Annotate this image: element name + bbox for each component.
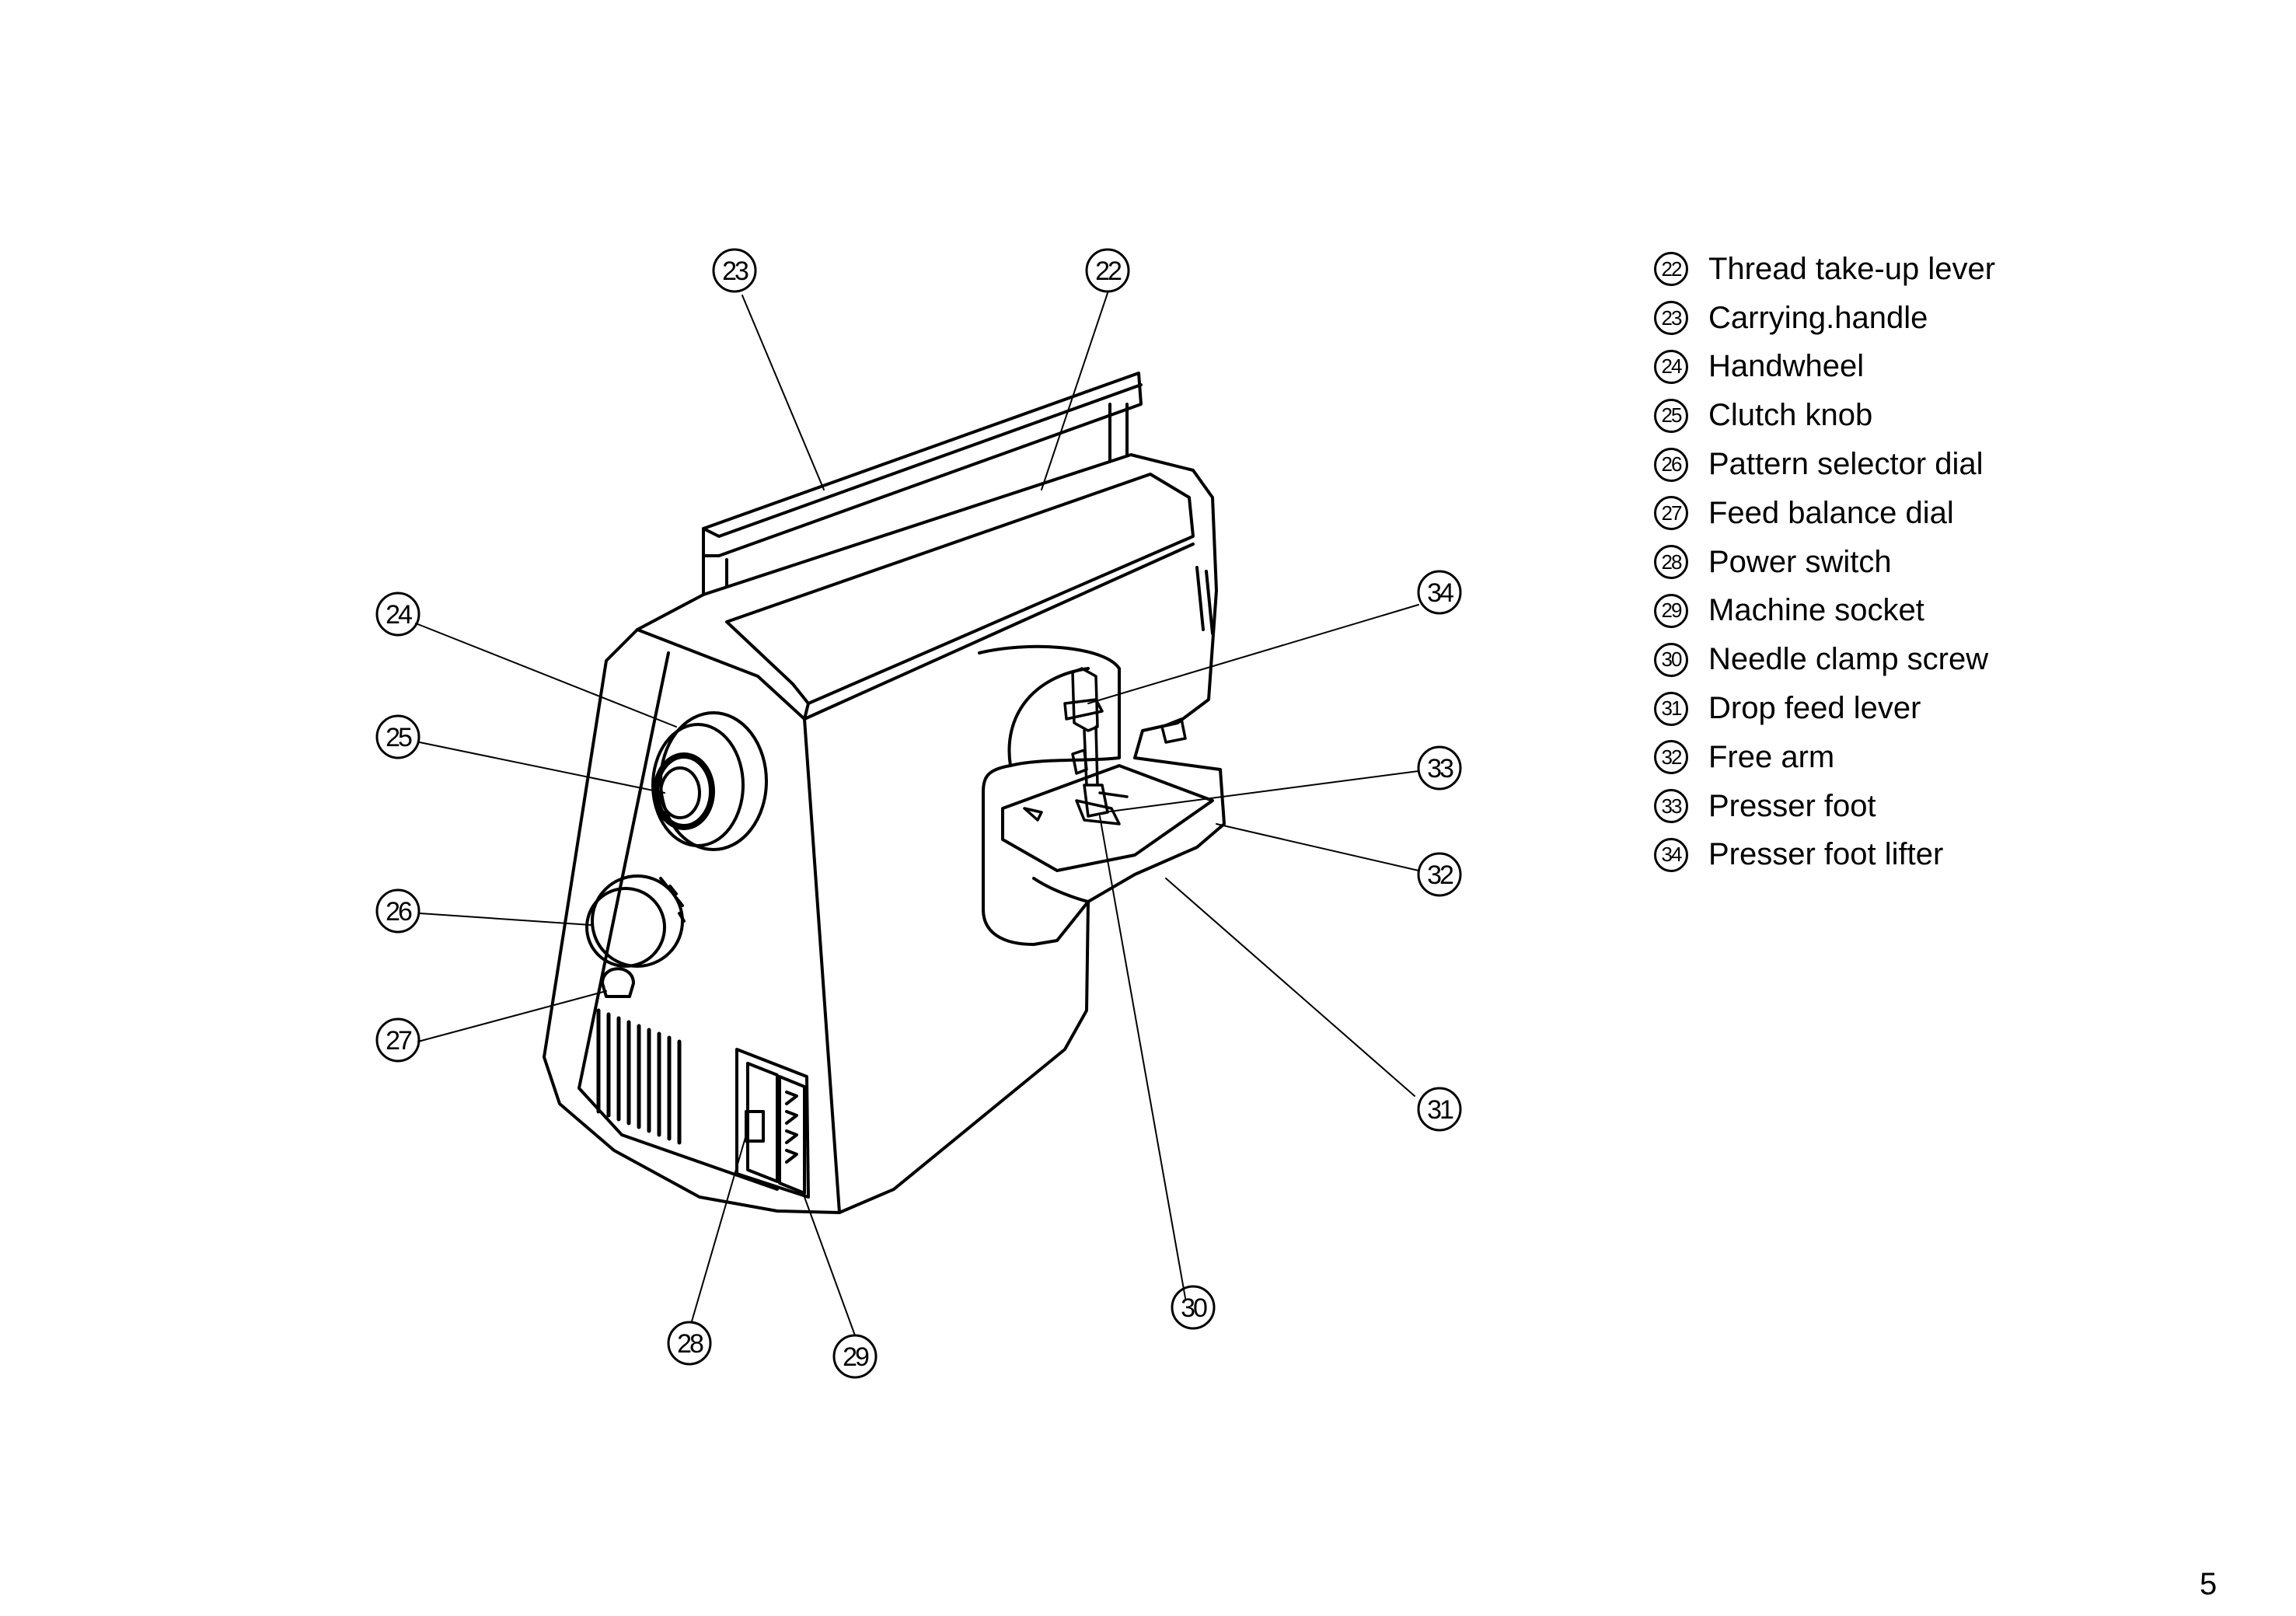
legend-number: 34	[1654, 837, 1688, 872]
legend-label: Thread take-up lever	[1708, 251, 1996, 286]
callout-23: 23	[722, 257, 748, 286]
legend-item: 31 Drop feed lever	[1654, 684, 2245, 733]
callout-circle-22	[1085, 248, 1130, 293]
machine-body	[543, 453, 1226, 1214]
callout-circle-23	[712, 248, 757, 293]
callout-28: 28	[677, 1329, 703, 1359]
callout-29: 29	[843, 1342, 869, 1372]
legend-item: 34 Presser foot lifter	[1654, 831, 2245, 880]
callout-circle-24	[375, 592, 420, 637]
callout-27: 27	[386, 1026, 412, 1056]
legend-number: 30	[1654, 642, 1688, 677]
legend-number: 27	[1654, 496, 1688, 531]
legend-label: Clutch knob	[1708, 398, 1873, 433]
callout-circle-31	[1417, 1087, 1462, 1132]
legend-item: 28 Power switch	[1654, 538, 2245, 587]
legend-label: Carrying.handle	[1708, 300, 1928, 335]
legend-label: Presser foot lifter	[1708, 837, 1944, 872]
legend-item: 25 Clutch knob	[1654, 391, 2245, 440]
callout-circle-29	[832, 1334, 878, 1379]
legend-item: 23 Carrying.handle	[1654, 294, 2245, 343]
callout-31: 31	[1427, 1095, 1453, 1125]
legend-label: Power switch	[1708, 544, 1892, 579]
legend-label: Free arm	[1708, 739, 1835, 774]
legend-item: 30 Needle clamp screw	[1654, 635, 2245, 684]
legend-number: 33	[1654, 789, 1688, 824]
callout-32: 32	[1427, 860, 1453, 890]
legend-number: 26	[1654, 447, 1688, 482]
legend-label: Machine socket	[1708, 593, 1924, 628]
legend-number: 29	[1654, 593, 1688, 628]
legend-item: 26 Pattern selector dial	[1654, 440, 2245, 489]
callout-30: 30	[1181, 1293, 1207, 1323]
legend-number: 31	[1654, 691, 1688, 726]
legend-label: Handwheel	[1708, 349, 1865, 384]
callout-24: 24	[386, 600, 412, 630]
pattern-selector-dial	[585, 874, 686, 998]
legend-item: 29 Machine socket	[1654, 587, 2245, 636]
callout-circle-30	[1171, 1285, 1216, 1330]
callout-circle-27	[375, 1017, 420, 1063]
leader-lines	[415, 292, 1419, 1336]
callout-circle-25	[375, 714, 420, 759]
legend-item: 27 Feed balance dial	[1654, 489, 2245, 538]
legend-label: Pattern selector dial	[1708, 447, 1984, 482]
callout-circle-28	[667, 1321, 712, 1366]
callout-circle-26	[375, 888, 420, 934]
legend-item: 32 Free arm	[1654, 733, 2245, 782]
legend-label: Drop feed lever	[1708, 691, 1921, 726]
legend-item: 24 Handwheel	[1654, 343, 2245, 392]
callout-22: 22	[1095, 257, 1122, 286]
needle-area	[1023, 667, 1187, 825]
legend-item: 33 Presser foot	[1654, 782, 2245, 831]
legend-number: 24	[1654, 349, 1688, 384]
callout-circle-33	[1417, 745, 1462, 791]
legend-number: 28	[1654, 545, 1688, 580]
callout-33: 33	[1427, 754, 1453, 784]
parts-legend: 22 Thread take-up lever 23 Carrying.hand…	[1654, 245, 2245, 879]
callout-34: 34	[1427, 578, 1453, 608]
legend-label: Presser foot	[1708, 788, 1876, 823]
callout-circle-34	[1417, 570, 1462, 615]
callout-26: 26	[386, 897, 412, 927]
legend-number: 32	[1654, 740, 1688, 775]
callout-25: 25	[386, 723, 412, 752]
legend-item: 22 Thread take-up lever	[1654, 245, 2245, 294]
power-switch-panel	[735, 1048, 810, 1199]
legend-number: 23	[1654, 301, 1688, 336]
page-number: 5	[2200, 1567, 2217, 1601]
legend-label: Needle clamp screw	[1708, 642, 1989, 677]
callout-circle-32	[1417, 852, 1462, 897]
vent-grill	[596, 1008, 682, 1145]
legend-label: Feed balance dial	[1708, 495, 1954, 530]
callout-circles	[375, 248, 1462, 1379]
legend-number: 25	[1654, 398, 1688, 433]
legend-number: 22	[1654, 252, 1688, 287]
